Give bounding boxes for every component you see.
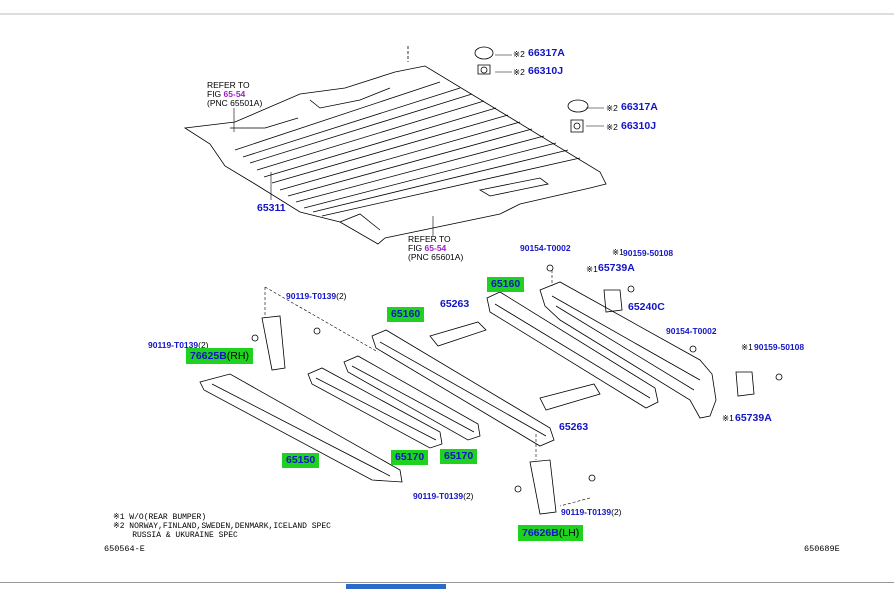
sill-65160-left-drawing bbox=[371, 329, 555, 447]
part-90119-t0139-c-wrap: 90119-T0139(2) bbox=[413, 487, 474, 503]
sill-65150-drawing bbox=[199, 373, 403, 483]
part-65263-bottom[interactable]: 65263 bbox=[559, 421, 589, 433]
bottom-divider bbox=[0, 582, 894, 583]
part-number-text: 76625B bbox=[190, 350, 227, 362]
qty: (2) bbox=[463, 491, 474, 501]
part-90159-50108-a[interactable]: 90159-50108 bbox=[623, 248, 674, 258]
part-90119-t0139-b-wrap: 90119-T0139(2) bbox=[148, 336, 209, 352]
qty: (2) bbox=[611, 507, 622, 517]
part-66310j-1[interactable]: 66310J bbox=[528, 65, 564, 77]
refer-label: REFER TO bbox=[207, 80, 250, 90]
side-rh: (RH) bbox=[226, 350, 249, 362]
part-65170-b[interactable]: 65170 bbox=[440, 449, 478, 464]
mark-1: ※1 bbox=[741, 342, 753, 352]
frame-65240c-drawing bbox=[539, 264, 783, 419]
mark-2: ※2 bbox=[513, 67, 525, 77]
part-76626b[interactable]: 76626B(LH) bbox=[518, 525, 584, 541]
bracket-drawings bbox=[251, 315, 596, 515]
part-90119-t0139-a[interactable]: 90119-T0139 bbox=[286, 291, 337, 301]
part-66317a-1[interactable]: 66317A bbox=[528, 47, 565, 59]
part-76625b-wrap: 76625B(RH) bbox=[186, 347, 253, 364]
fig-prefix: FIG bbox=[207, 88, 224, 99]
illustration-code-right: 650689E bbox=[804, 544, 840, 554]
mark-1: ※1 bbox=[612, 247, 624, 257]
pnc-ref: (PNC 65501A) bbox=[207, 97, 263, 108]
side-lh: (LH) bbox=[558, 527, 580, 539]
mark-2: ※2 bbox=[606, 122, 618, 132]
fig-prefix: FIG bbox=[408, 242, 425, 253]
footnote-2-cont: RUSSIA & UKURAINE SPEC bbox=[113, 530, 238, 540]
footnote-2: ※2 NORWAY,FINLAND,SWEDEN,DENMARK,ICELAND… bbox=[113, 521, 331, 531]
footnote-1: ※1 W/O(REAR BUMPER) bbox=[113, 513, 207, 522]
part-65739a-b[interactable]: 65739A bbox=[735, 412, 772, 424]
part-65170-a[interactable]: 65170 bbox=[391, 450, 429, 465]
guide-lines bbox=[264, 270, 591, 507]
qty: (2) bbox=[336, 291, 347, 301]
part-90119-t0139-d-wrap: 90119-T0139(2) bbox=[561, 503, 622, 519]
part-65263-top[interactable]: 65263 bbox=[440, 298, 470, 310]
part-90154-t0002-b[interactable]: 90154-T0002 bbox=[666, 326, 717, 336]
part-76625b[interactable]: 76625B(RH) bbox=[186, 348, 253, 364]
mark-1: ※1 bbox=[586, 264, 598, 274]
crossmember-drawings bbox=[429, 321, 601, 411]
qty: (2) bbox=[198, 340, 209, 350]
part-65150[interactable]: 65150 bbox=[282, 453, 320, 468]
mark-2: ※2 bbox=[606, 103, 618, 113]
mark-1: ※1 bbox=[722, 413, 734, 423]
illustration-code-left: 650564-E bbox=[104, 544, 145, 554]
sill-65160-right-drawing bbox=[486, 291, 659, 409]
footnotes: ※1 W/O(REAR BUMPER) ※2 NORWAY,FINLAND,SW… bbox=[113, 513, 331, 540]
part-90119-t0139-a-wrap: 90119-T0139(2) bbox=[286, 287, 347, 303]
leader-lines bbox=[233, 54, 604, 236]
part-65240c[interactable]: 65240C bbox=[628, 301, 665, 313]
fig-link[interactable]: 65-54 bbox=[223, 88, 246, 99]
refer-to-fig-lower: REFER TO FIG 65-54 (PNC 65601A) bbox=[408, 235, 463, 262]
part-65160-left[interactable]: 65160 bbox=[387, 307, 425, 322]
refer-to-fig-upper: REFER TO FIG 65-54 (PNC 65501A) bbox=[207, 81, 262, 108]
part-number-text: 76626B bbox=[522, 527, 559, 539]
part-76626b-wrap: 76626B(LH) bbox=[518, 524, 584, 541]
part-90159-50108-b[interactable]: 90159-50108 bbox=[754, 342, 805, 352]
floor-panel-drawing bbox=[183, 46, 607, 245]
part-90119-t0139-b[interactable]: 90119-T0139 bbox=[148, 340, 199, 350]
horizontal-scrollbar-thumb[interactable] bbox=[346, 584, 446, 589]
fig-link[interactable]: 65-54 bbox=[424, 242, 447, 253]
part-66317a-2[interactable]: 66317A bbox=[621, 101, 658, 113]
part-65311[interactable]: 65311 bbox=[257, 202, 286, 214]
refer-label: REFER TO bbox=[408, 234, 451, 244]
part-66310j-2[interactable]: 66310J bbox=[621, 120, 657, 132]
part-65160-right[interactable]: 65160 bbox=[487, 277, 525, 292]
sill-65170-drawings bbox=[307, 355, 481, 449]
mark-2: ※2 bbox=[513, 49, 525, 59]
part-90154-t0002-a[interactable]: 90154-T0002 bbox=[520, 243, 571, 253]
clip-drawings bbox=[474, 46, 589, 133]
part-65739a-a[interactable]: 65739A bbox=[598, 262, 635, 274]
part-90119-t0139-d[interactable]: 90119-T0139 bbox=[561, 507, 612, 517]
part-90119-t0139-c[interactable]: 90119-T0139 bbox=[413, 491, 464, 501]
pnc-ref: (PNC 65601A) bbox=[408, 251, 464, 262]
